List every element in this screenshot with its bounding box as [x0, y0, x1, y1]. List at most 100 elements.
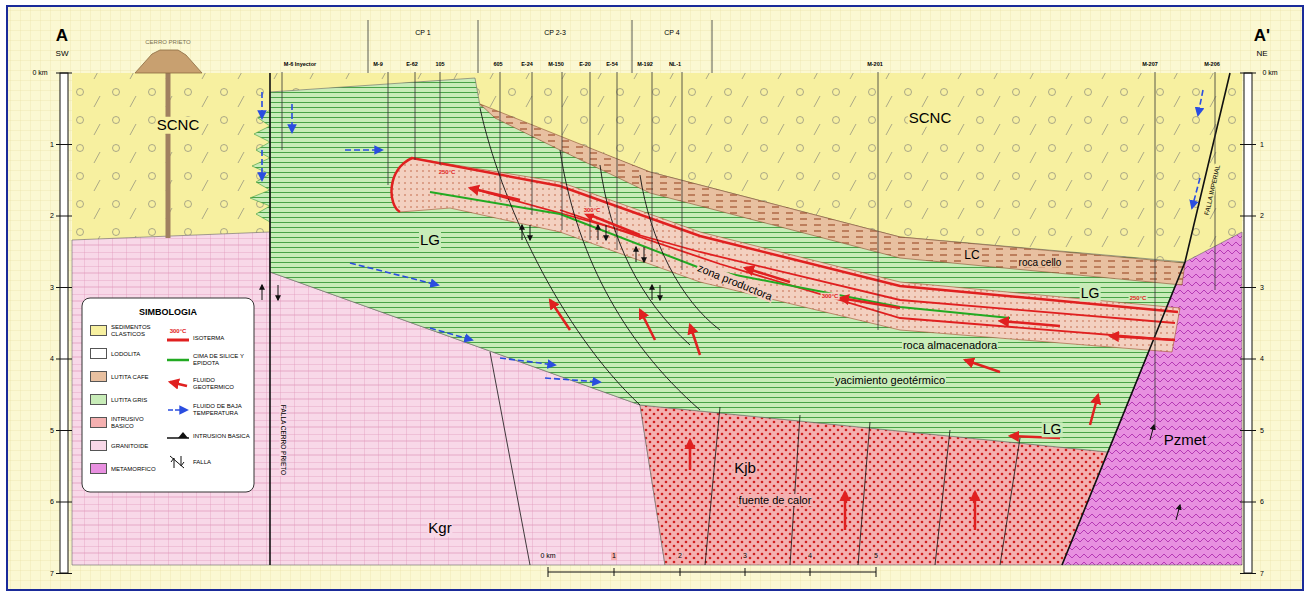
scale-label: 4 — [807, 552, 813, 560]
silica-epidote-top — [430, 192, 1010, 318]
geothermal-fluid-arrow — [690, 325, 700, 355]
ruler-tick — [56, 502, 72, 503]
ruler-bar — [1244, 73, 1252, 573]
legend-text: LODOLITA — [111, 351, 163, 358]
legend-box — [82, 298, 254, 492]
ruler-tick — [56, 573, 72, 574]
direction-label: NE — [1255, 50, 1268, 59]
well-label: M-150 — [547, 61, 565, 67]
field-sector-divider — [368, 20, 712, 73]
depth-label: 1 — [49, 141, 55, 149]
cold-fluid-arrow — [430, 328, 472, 340]
section-letter: A — [55, 27, 69, 46]
cold-fluid-arrow — [291, 104, 293, 132]
geothermal-fluid-arrow — [640, 310, 655, 340]
temperature-label: 300°C — [169, 328, 188, 335]
depth-label: 5 — [1259, 427, 1265, 435]
depth-label: 6 — [49, 498, 55, 506]
direction-label: SW — [55, 50, 70, 59]
fault-motion-arrow — [262, 285, 263, 300]
geothermal-fluid-arrow — [965, 360, 1000, 372]
depth-label: 7 — [49, 570, 55, 578]
mineral-top-sample — [167, 359, 189, 362]
legend-text: LUTITA CAFE — [111, 374, 163, 381]
legend-text: INTRUSIVO BASICO — [111, 416, 163, 429]
cold-fluid-arrow — [350, 263, 438, 285]
ruler-bar — [60, 73, 68, 573]
legend-text: LUTITA GRIS — [111, 397, 163, 404]
legend-text: GRANITOIDE — [111, 443, 163, 450]
legend-swatch — [90, 463, 107, 474]
volcano — [135, 50, 202, 73]
temperature-label: 250°C — [1129, 295, 1148, 302]
cold-fluid-arrow — [261, 150, 263, 180]
geothermal-fluid-arrow — [745, 268, 790, 282]
geothermal-fluid-arrow — [470, 188, 520, 200]
cold-fluid-arrow — [1198, 90, 1203, 115]
geothermal-fluid-arrow — [1000, 321, 1060, 326]
depth-label: 4 — [1259, 355, 1265, 363]
well-label: M-201 — [866, 61, 884, 67]
ruler-tick — [56, 73, 72, 74]
scale-bar — [548, 567, 876, 577]
depth-label: 0 km — [31, 69, 48, 77]
fault-motion-arrow — [530, 225, 531, 240]
fault-motion-arrow — [636, 247, 637, 262]
geothermal-fluid-arrow — [844, 492, 847, 530]
well-label: 605 — [492, 61, 503, 67]
ruler-tick — [56, 430, 72, 431]
geothermal-fluid-arrow — [689, 440, 692, 470]
fault-line — [480, 108, 720, 410]
ruler-tick — [1240, 287, 1256, 288]
legend-sample — [166, 377, 190, 391]
isotherm — [391, 158, 1178, 312]
fault-label: FALLA IMPERIAL — [1203, 163, 1222, 217]
depth-label: 0 km — [1261, 69, 1278, 77]
unit-label: fuente de calor — [738, 494, 813, 506]
unit-label: roca cello — [1018, 257, 1063, 268]
scale-label: 5 — [873, 552, 879, 560]
fault-motion-arrow — [598, 225, 599, 240]
well-line — [282, 72, 1215, 430]
scale-label: 2 — [677, 552, 683, 560]
well-label: M-192 — [636, 61, 654, 67]
ruler-tick — [56, 287, 72, 288]
volcanic-conduit — [166, 73, 171, 238]
legend-text: CIMA DE SILICE Y EPIDOTA — [193, 353, 251, 366]
isotherm — [470, 188, 1175, 323]
flow-arrows — [262, 90, 1203, 530]
legend-text: ISOTERMA — [193, 335, 251, 342]
reservoir-unit — [391, 158, 1180, 352]
scale-label: 3 — [742, 552, 748, 560]
section-letter: A' — [1253, 27, 1271, 46]
geothermal-fluid-arrow — [1090, 395, 1098, 425]
geothermal-fluid-arrow — [974, 492, 977, 530]
legend-text: METAMORFICO — [111, 466, 163, 473]
legend-sample — [166, 403, 190, 417]
fault-motion-arrow — [1176, 505, 1180, 520]
unit-label: SCNC — [908, 110, 953, 127]
isotherm-sample — [167, 339, 189, 342]
well-label: M-9 — [372, 61, 383, 67]
unit-label: LG — [1080, 286, 1101, 301]
field-sector-label: CP 4 — [663, 29, 680, 37]
cold-fluid-arrow — [345, 149, 382, 151]
ruler-tick — [56, 359, 72, 360]
depth-label: 6 — [1259, 498, 1265, 506]
legend-swatch — [90, 371, 107, 382]
legend-swatch — [90, 325, 107, 336]
legend-text: FALLA — [193, 459, 251, 466]
sediment-unit — [72, 73, 1242, 565]
legend-text: SEDIMENTOS CLASTICOS — [111, 324, 163, 337]
frame — [7, 6, 1303, 590]
unit-label: LG — [1042, 422, 1063, 437]
legend-swatch — [90, 440, 107, 451]
geothermal-fluid-arrow — [550, 300, 570, 330]
depth-label: 7 — [1259, 570, 1265, 578]
geothermal-fluid-arrow — [840, 298, 900, 308]
legend-text: FLUIDO GEOTERMICO — [193, 377, 251, 390]
ruler-tick — [1240, 502, 1256, 503]
cold-fluid-arrow — [261, 92, 263, 118]
